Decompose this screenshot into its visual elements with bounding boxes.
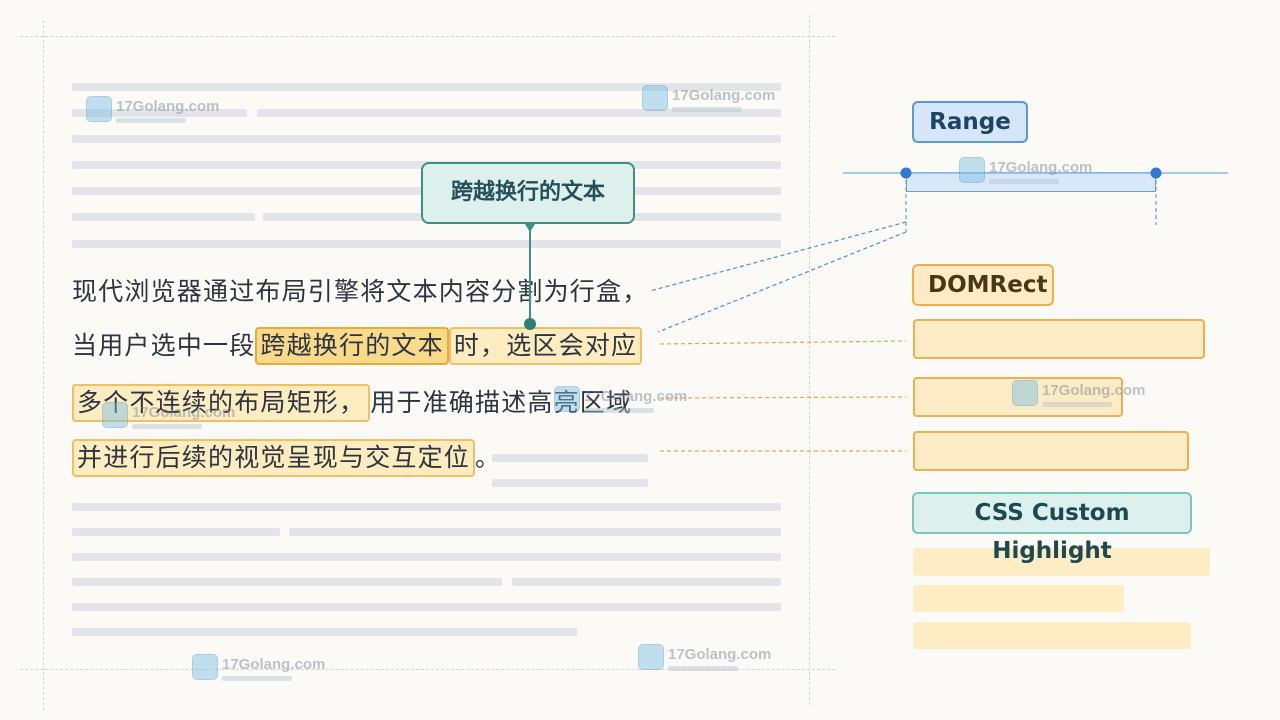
custom-highlight-bar-2	[913, 585, 1124, 612]
domrect-leader-1	[659, 340, 907, 345]
watermark: 17Golang.com	[86, 96, 219, 123]
watermark-logo-icon	[1012, 380, 1038, 406]
paragraph-line-2: 当用户选中一段跨越换行的文本时，选区会对应	[72, 324, 643, 368]
callout-pointer	[525, 224, 535, 232]
watermark: 17Golang.com	[638, 644, 771, 671]
paragraph-text: 当用户选中一段	[72, 331, 256, 360]
range-leader-1	[649, 221, 907, 292]
selected-text-highlight[interactable]: 跨越换行的文本	[255, 327, 449, 365]
watermark-logo-icon	[638, 644, 664, 670]
watermark-logo-icon	[86, 96, 112, 122]
domrect-box-1	[913, 319, 1205, 359]
guide-line-bottom	[20, 669, 835, 670]
watermark: 17Golang.com	[642, 85, 775, 112]
guide-line-left	[43, 20, 44, 710]
paragraph-text: 。	[475, 443, 502, 472]
range-label: Range	[912, 101, 1028, 143]
watermark: 17Golang.com	[192, 654, 325, 681]
selection-rect-3: 并进行后续的视觉呈现与交互定位	[72, 439, 476, 477]
callout-label: 跨越换行的文本	[421, 162, 635, 224]
paragraph-text: 现代浏览器通过布局引擎将文本内容分割为行盒，	[72, 277, 649, 306]
selection-rect-2: 多个不连续的布局矩形，	[72, 384, 371, 422]
custom-highlight-bar-1	[913, 548, 1210, 576]
watermark-logo-icon	[192, 654, 218, 680]
domrect-leader-2	[659, 396, 907, 399]
watermark: 17Golang.com	[959, 157, 1092, 184]
paragraph-line-1: 现代浏览器通过布局引擎将文本内容分割为行盒，	[72, 270, 648, 314]
paragraph-text: 用于准确描述高亮区域	[370, 388, 633, 417]
css-highlight-label: CSS Custom Highlight	[912, 492, 1192, 564]
guide-line-right	[809, 15, 810, 705]
watermark: 17Golang.com	[554, 386, 687, 413]
paragraph-line-3: 多个不连续的布局矩形，用于准确描述高亮区域	[72, 381, 632, 425]
domrect-box-3	[913, 431, 1189, 471]
watermark: 17Golang.com	[102, 402, 235, 429]
watermark-logo-icon	[642, 85, 668, 111]
domrect-label: DOMRect	[912, 264, 1054, 306]
domrect-box-2	[913, 377, 1123, 417]
watermark-logo-icon	[102, 402, 128, 428]
paragraph-line-4: 并进行后续的视觉呈现与交互定位。	[72, 436, 501, 480]
watermark-logo-icon	[554, 386, 580, 412]
watermark-logo-icon	[959, 157, 985, 183]
watermark: 17Golang.com	[1012, 380, 1145, 407]
custom-highlight-bar-3	[913, 622, 1191, 649]
guide-line-top	[20, 36, 835, 37]
selection-rect-1: 时，选区会对应	[448, 327, 643, 365]
